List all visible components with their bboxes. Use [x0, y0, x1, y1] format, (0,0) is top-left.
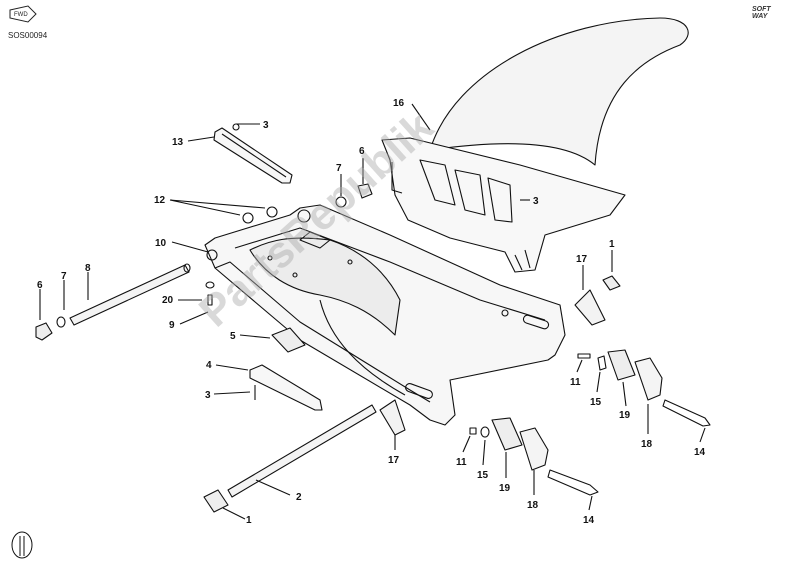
callout-13: 13 [172, 137, 184, 148]
callout-12: 12 [154, 195, 166, 206]
callout-9: 9 [169, 320, 175, 331]
callout-7: 7 [336, 163, 342, 174]
pivot-cap [357, 183, 373, 199]
callout-6: 6 [359, 146, 365, 157]
chain-slider [213, 123, 293, 184]
fwd-label: FWD [14, 12, 28, 18]
chain-adjuster [607, 349, 636, 381]
callout-17: 17 [576, 254, 588, 265]
adjuster-bolt [662, 399, 711, 427]
cover [271, 327, 306, 353]
swingarm [204, 204, 566, 426]
callout-14: 14 [583, 515, 595, 526]
callout-14: 14 [694, 447, 706, 458]
diagram-code: SOS00094 [8, 31, 48, 40]
chain-adjuster [491, 417, 523, 451]
callout-1: 1 [246, 515, 252, 526]
callout-1: 1 [609, 239, 615, 250]
callout-8: 8 [85, 263, 91, 274]
brand-line-1: SOFT [752, 6, 771, 13]
callout-18: 18 [641, 439, 653, 450]
callout-11: 11 [570, 377, 581, 388]
forward-arrow-icon: FWD [8, 4, 38, 24]
info-icon [11, 531, 33, 559]
chain-guide [249, 364, 323, 411]
axle-nut [203, 489, 229, 513]
callout-16: 16 [393, 98, 405, 109]
washer [266, 206, 278, 218]
callout-19: 19 [499, 483, 511, 494]
callout-19: 19 [619, 410, 631, 421]
brand-line-2: WAY [752, 13, 768, 20]
adjuster-plate [634, 357, 663, 401]
bolt [207, 294, 213, 306]
callout-18: 18 [527, 500, 539, 511]
adjuster-plate [519, 427, 549, 471]
washer [242, 212, 254, 224]
callout-3: 3 [533, 196, 539, 207]
callout-20: 20 [162, 295, 174, 306]
callout-4: 4 [206, 360, 212, 371]
callout-3: 3 [205, 390, 211, 401]
callout-11: 11 [456, 457, 467, 468]
bracket [379, 399, 406, 436]
callout-15: 15 [477, 470, 489, 481]
bracket [574, 289, 606, 326]
callout-6: 6 [37, 280, 43, 291]
wheel-axle [227, 404, 377, 498]
callout-15: 15 [590, 397, 602, 408]
adjuster-bolt [547, 469, 599, 496]
pivot-shaft [35, 263, 191, 341]
washer [335, 196, 347, 208]
callout-7: 7 [61, 271, 67, 282]
callout-10: 10 [155, 238, 167, 249]
callout-2: 2 [296, 492, 302, 503]
callout-3: 3 [263, 120, 269, 131]
rear-fender [381, 17, 689, 273]
callout-17: 17 [388, 455, 400, 466]
brand-logo: SOFT WAY [752, 6, 771, 20]
callout-5: 5 [230, 331, 236, 342]
